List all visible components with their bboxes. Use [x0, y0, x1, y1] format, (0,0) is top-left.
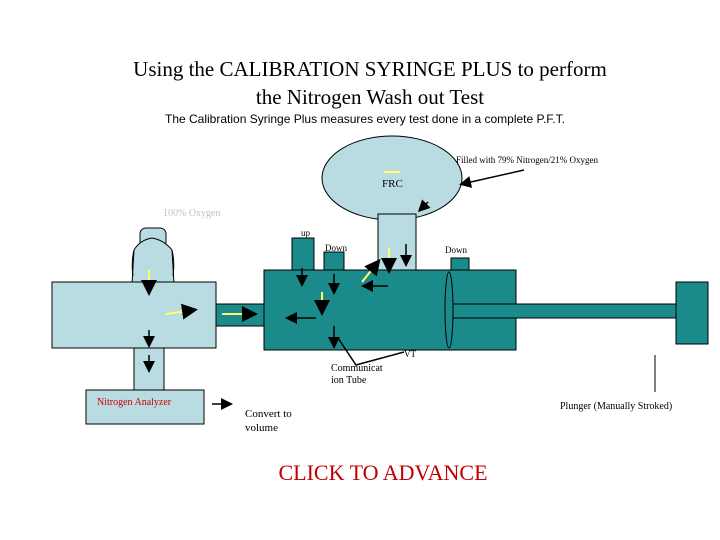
valve-stub-down-right	[450, 257, 470, 271]
lung-arrow	[417, 199, 431, 213]
up-label: up	[301, 228, 310, 238]
plunger-label: Plunger (Manually Stroked)	[560, 401, 673, 412]
slide-title: Using the CALIBRATION SYRINGE PLUS to pe…	[60, 55, 680, 111]
communication-tube-label: Communicat ion Tube	[331, 363, 383, 386]
plunger-rod	[452, 303, 678, 319]
down-left-label: Down	[325, 243, 347, 253]
slide-subtitle: The Calibration Syringe Plus measures ev…	[165, 112, 565, 126]
title-line-2: the Nitrogen Wash out Test	[255, 85, 485, 109]
frc-label: FRC	[382, 178, 403, 190]
down-right-label: Down	[445, 245, 467, 255]
flow-arrow-valve	[165, 303, 198, 320]
plunger-handle	[675, 281, 709, 345]
filled-with-arrow	[459, 169, 525, 188]
lung-neck	[377, 213, 417, 273]
vt-label: VT	[404, 349, 416, 359]
plunger-head	[444, 271, 454, 349]
valve-stub-down-left	[323, 251, 345, 271]
nitrogen-analyzer-label: Nitrogen Analyzer	[97, 397, 172, 408]
oxygen-label: 100% Oxygen	[163, 208, 221, 219]
nitrogen-analyzer-box	[85, 389, 205, 425]
filled-with-label: Filled with 79% Nitrogen/21% Oxygen	[456, 155, 598, 165]
patient-figure	[131, 227, 175, 285]
title-line-1: Using the CALIBRATION SYRINGE PLUS to pe…	[133, 57, 607, 81]
valve-block	[51, 281, 217, 349]
communication-tube-pointer	[337, 337, 405, 366]
click-to-advance-button[interactable]: CLICK TO ADVANCE	[278, 460, 488, 485]
valve-stub-up	[291, 237, 315, 271]
flow-arrow-neck-left	[361, 258, 381, 283]
convert-to-volume-label: Convert to volume	[245, 408, 292, 434]
